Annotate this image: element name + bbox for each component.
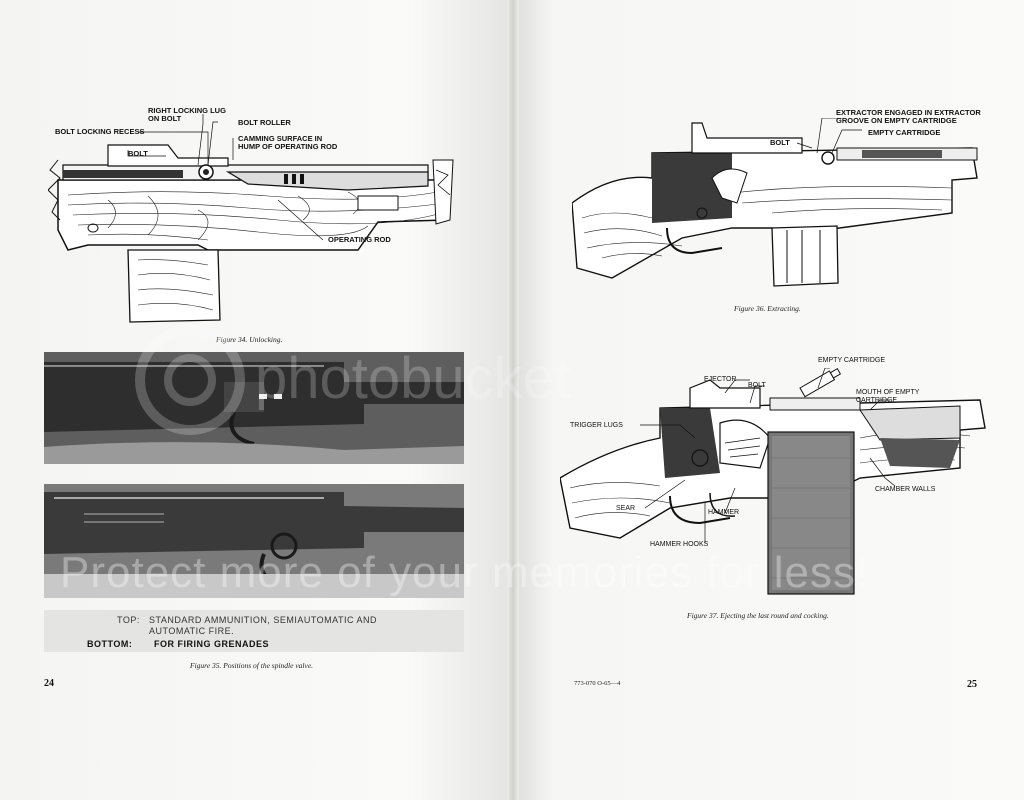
figure-35-caption: Figure 35. Positions of the spindle valv… <box>190 661 314 670</box>
label-hammer-hooks: HAMMER HOOKS <box>650 541 709 548</box>
figure-37-drawing <box>560 368 986 595</box>
watermark-text: Protect more of your memories for less! <box>60 548 870 597</box>
label-extractor-engaged: EXTRACTOR ENGAGED IN EXTRACTOR GROOVE ON… <box>836 108 981 125</box>
label-camming-surface: CAMMING SURFACE IN HUMP OF OPERATING ROD <box>238 134 338 151</box>
legend-bottom-label: BOTTOM: <box>87 639 133 649</box>
figure-36-drawing <box>572 118 978 287</box>
right-page: EXTRACTOR ENGAGED IN EXTRACTOR GROOVE ON… <box>512 0 1024 800</box>
watermark-logo-text: photobucket <box>255 346 571 411</box>
legend-top-text: STANDARD AMMUNITION, SEMIAUTOMATIC AND A… <box>149 615 378 636</box>
label-empty-cartridge-fig37: EMPTY CARTRIDGE <box>818 357 886 364</box>
figure-35-legend-box: TOP: STANDARD AMMUNITION, SEMIAUTOMATIC … <box>44 610 464 652</box>
label-bolt-locking-recess: BOLT LOCKING RECESS <box>55 127 145 136</box>
legend-top-label: TOP: <box>117 615 140 625</box>
label-operating-rod: OPERATING ROD <box>328 235 391 244</box>
label-right-locking-lug: RIGHT LOCKING LUG ON BOLT <box>148 106 226 123</box>
label-trigger-lugs: TRIGGER LUGS <box>570 422 623 429</box>
label-chamber-walls: CHAMBER WALLS <box>875 486 936 493</box>
figure-34-drawing <box>48 114 454 323</box>
label-bolt-roller: BOLT ROLLER <box>238 118 291 127</box>
figure-34-caption: Figure 34. Unlocking. <box>216 335 283 344</box>
label-empty-cartridge-fig36: EMPTY CARTRIDGE <box>868 128 941 137</box>
figure-35-top-photo <box>44 352 464 464</box>
label-mouth-of-empty: MOUTH OF EMPTY CARTRIDGE <box>856 389 920 404</box>
figure-36-caption: Figure 36. Extracting. <box>734 304 801 313</box>
left-page-number: 24 <box>44 678 54 689</box>
footer-code: 773-070 O-65—4 <box>574 680 621 687</box>
figure-37-caption: Figure 37. Ejecting the last round and c… <box>687 611 829 620</box>
watermark-logo: photobucket <box>135 325 571 435</box>
label-bolt-fig36: BOLT <box>770 138 790 147</box>
label-ejector: EJECTOR <box>704 376 737 383</box>
label-bolt: BOLT <box>128 149 148 158</box>
figure-35-bottom-photo <box>44 484 464 598</box>
right-page-number: 25 <box>967 679 977 690</box>
label-hammer: HAMMER <box>708 509 740 516</box>
label-sear: SEAR <box>616 505 636 512</box>
book-gutter <box>507 0 519 800</box>
legend-bottom-text: FOR FIRING GRENADES <box>154 639 270 649</box>
label-bolt-fig37: BOLT <box>748 382 766 389</box>
left-page: RIGHT LOCKING LUG ON BOLT BOLT LOCKING R… <box>0 0 512 800</box>
